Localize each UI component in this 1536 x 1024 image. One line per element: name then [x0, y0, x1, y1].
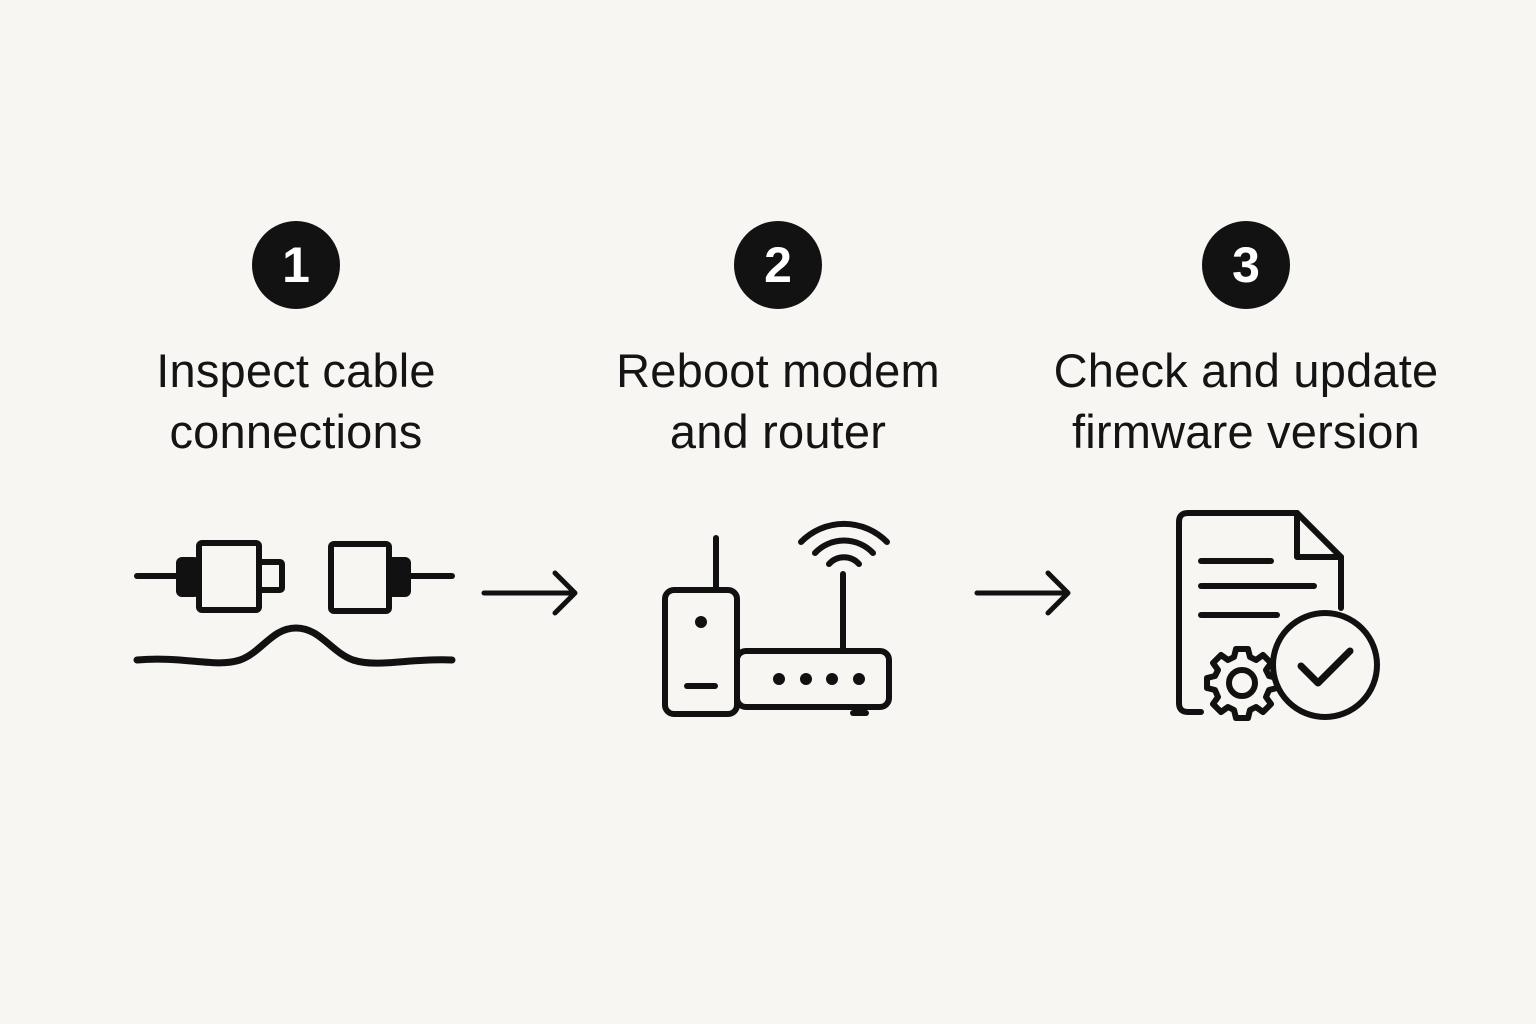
step-2-label: Reboot modem and router: [558, 340, 998, 462]
step-3: 3 Check and update firmware version: [1026, 0, 1466, 1024]
step-3-label: Check and update firmware version: [1026, 340, 1466, 462]
step-1-label-line-2: connections: [169, 405, 423, 458]
step-3-label-line-2: firmware version: [1072, 405, 1420, 458]
step-1-number-badge: 1: [252, 221, 340, 309]
step-2: 2 Reboot modem and router: [558, 0, 998, 1024]
step-3-label-line-1: Check and update: [1053, 344, 1439, 397]
step-2-number-badge: 2: [734, 221, 822, 309]
step-2-label-line-1: Reboot modem: [616, 344, 940, 397]
step-1: 1 Inspect cable connections: [76, 0, 516, 1024]
step-1-label-line-1: Inspect cable: [156, 344, 436, 397]
step-2-label-line-2: and router: [669, 405, 887, 458]
step-1-label: Inspect cable connections: [76, 340, 516, 462]
step-3-number-badge: 3: [1202, 221, 1290, 309]
